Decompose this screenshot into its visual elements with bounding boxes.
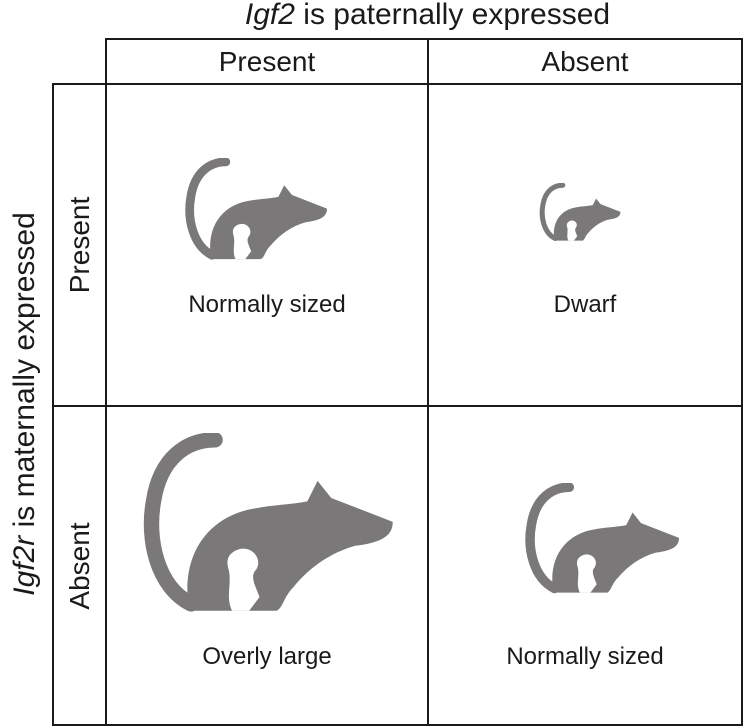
row-header-label: Absent	[63, 521, 95, 610]
mouse-icon	[521, 483, 683, 599]
column-axis-title: Igf2 is paternally expressed	[105, 0, 750, 34]
row-axis-title: Igf2r is maternally expressed	[0, 0, 50, 728]
mouse-icon	[530, 183, 630, 244]
row-header-absent: Absent	[52, 405, 107, 726]
cell-caption: Overly large	[202, 643, 332, 670]
row-header-label: Present	[63, 196, 95, 294]
cell-normal-top-left: Normally sized	[105, 83, 429, 407]
cell-normal-bottom-right: Normally sized	[427, 405, 743, 726]
gene-name: Igf2r	[8, 535, 41, 596]
cell-caption: Normally sized	[506, 643, 664, 670]
mouse-icon	[183, 158, 329, 265]
cell-overly-large: Overly large	[105, 405, 429, 726]
gene-name: Igf2	[244, 0, 295, 31]
cell-caption: Dwarf	[553, 291, 617, 318]
cell-dwarf: Dwarf	[427, 83, 743, 407]
title-text: is maternally expressed	[8, 212, 41, 536]
column-header-present: Present	[105, 38, 429, 85]
mouse-icon	[137, 433, 399, 621]
cell-caption: Normally sized	[188, 291, 346, 318]
column-header-absent: Absent	[427, 38, 743, 85]
title-text: is paternally expressed	[294, 0, 611, 31]
row-header-present: Present	[52, 83, 107, 407]
